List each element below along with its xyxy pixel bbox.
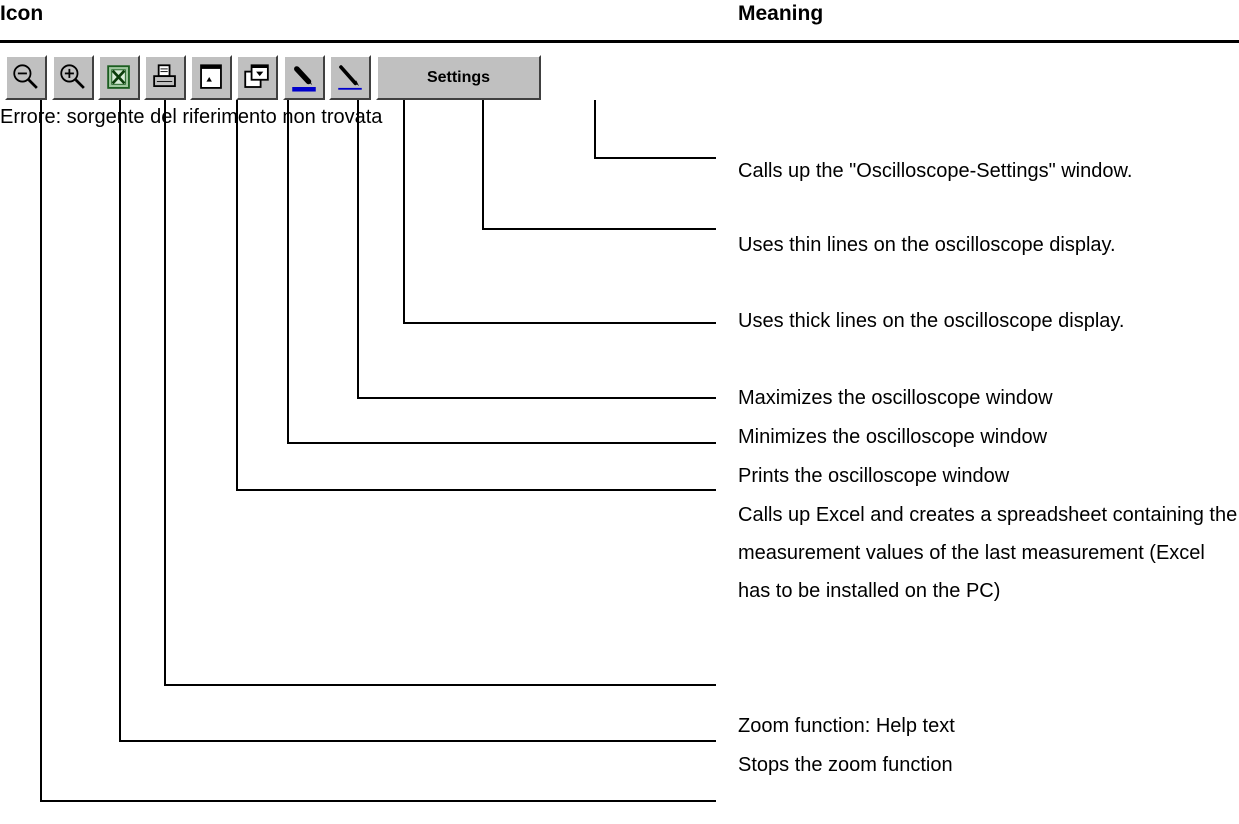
reference-error-text: Errore: sorgente del riferimento non tro… — [0, 106, 383, 128]
header-rule — [0, 40, 1239, 43]
zoom-leader-horizontal — [119, 740, 716, 742]
stop-zoom-description: Stops the zoom function — [738, 754, 953, 776]
print-description: Prints the oscilloscope window — [738, 465, 1010, 487]
minimize-window-button[interactable] — [190, 55, 232, 100]
excel-icon — [107, 65, 130, 89]
minimize-window-icon — [200, 64, 222, 89]
thin-lines-description: Uses thin lines on the oscilloscope disp… — [738, 234, 1116, 256]
thin-lines-leader-vertical — [482, 100, 484, 229]
excel-description: Calls up Excel and creates a spreadsheet… — [738, 504, 1238, 602]
zoom-leader-vertical — [119, 100, 121, 741]
excel-button[interactable] — [98, 55, 140, 100]
zoom-out-button[interactable] — [5, 55, 47, 100]
thin-lines-leader-horizontal — [482, 228, 716, 230]
maximize-window-button[interactable] — [236, 55, 278, 100]
thin-line-pen-icon — [338, 65, 362, 90]
maximize-description: Maximizes the oscilloscope window — [738, 387, 1053, 409]
zoom-in-button[interactable] — [52, 55, 94, 100]
minimize-leader-vertical — [287, 100, 289, 443]
thick-lines-description: Uses thick lines on the oscilloscope dis… — [738, 310, 1125, 332]
minimize-leader-horizontal — [287, 442, 716, 444]
print-button[interactable] — [144, 55, 186, 100]
excel-leader-vertical — [164, 100, 166, 685]
stop-zoom-leader-vertical — [40, 100, 42, 801]
settings-button-label: Settings — [426, 68, 491, 86]
thick-line-pen-icon — [292, 66, 316, 92]
meaning-column-header: Meaning — [738, 2, 824, 25]
minimize-description: Minimizes the oscilloscope window — [738, 426, 1048, 448]
printer-icon — [153, 64, 176, 87]
settings-leader-vertical — [594, 100, 596, 158]
icon-column-header: Icon — [0, 2, 44, 25]
thick-lines-button[interactable] — [283, 55, 325, 100]
print-leader-vertical — [236, 100, 238, 490]
zoom-out-icon — [13, 64, 38, 89]
thick-lines-leader-vertical — [403, 100, 405, 323]
zoom-in-icon — [60, 64, 85, 89]
thick-lines-leader-horizontal — [403, 322, 716, 324]
thin-lines-button[interactable] — [329, 55, 371, 100]
settings-description: Calls up the "Oscilloscope-Settings" win… — [738, 160, 1133, 182]
maximize-leader-vertical — [357, 100, 359, 398]
zoom-description: Zoom function: Help text — [738, 715, 955, 737]
excel-leader-horizontal — [164, 684, 716, 686]
print-leader-horizontal — [236, 489, 716, 491]
settings-leader-horizontal — [594, 157, 716, 159]
stop-zoom-leader-horizontal — [40, 800, 716, 802]
maximize-leader-horizontal — [357, 397, 716, 399]
settings-button[interactable]: Settings — [376, 55, 541, 100]
maximize-window-icon — [244, 64, 269, 88]
